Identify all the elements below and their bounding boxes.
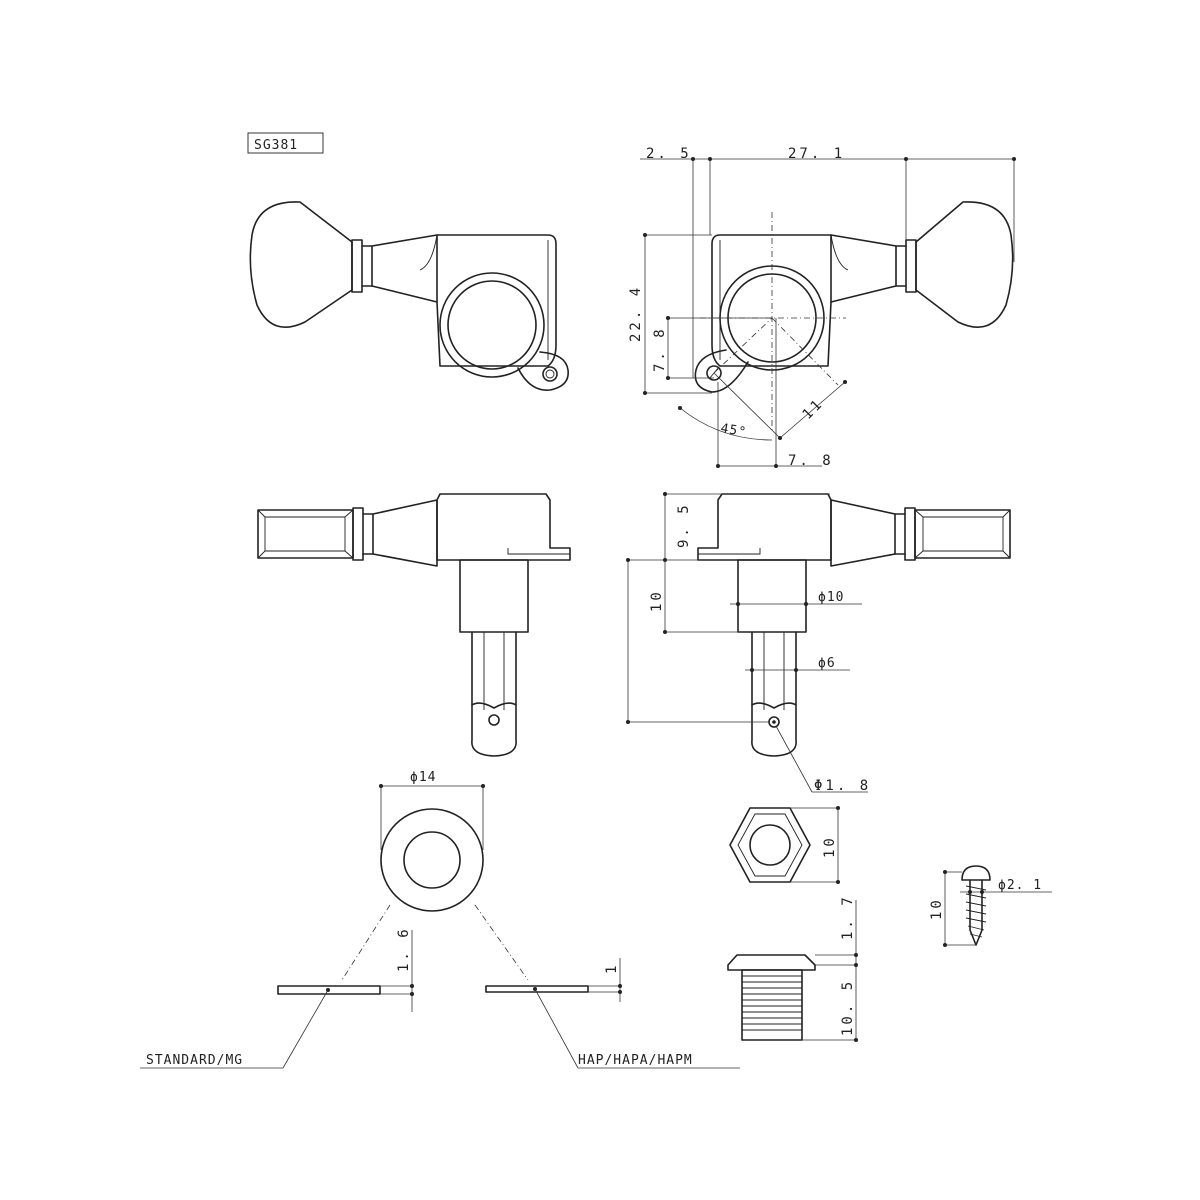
dim-nut-length: 10. 5 — [840, 979, 856, 1036]
dim-string-hole-dia: Φ1. 8 — [814, 778, 871, 794]
screw-drawing — [943, 865, 1052, 947]
dim-screw-length: 10 — [929, 897, 945, 920]
tuner-side-view-right — [626, 492, 1011, 793]
model-label: SG381 — [247, 132, 324, 154]
tuner-front-view-left — [249, 201, 569, 391]
dim-nut-width: 10 — [822, 835, 838, 858]
dim-screw-offset-v: 7. 8 — [652, 326, 668, 372]
bushing-drawing — [727, 900, 858, 1042]
dim-washer-dia: ϕ14 — [410, 770, 436, 785]
dim-screw-dia: ϕ2. 1 — [998, 878, 1042, 893]
label-washer-standard: STANDARD/MG — [146, 1053, 243, 1068]
washer-drawing — [140, 784, 740, 1069]
dim-body-height: 22. 4 — [628, 285, 644, 342]
dim-nut-flange: 1. 7 — [840, 894, 856, 940]
dim-housing-height: 9. 5 — [676, 502, 692, 548]
tuner-front-view-right — [640, 157, 1016, 468]
dim-post-offset: 2. 5 — [646, 146, 692, 162]
label-washer-hap: HAP/HAPA/HAPM — [578, 1053, 693, 1068]
dim-washer-thickness-hap: 1 — [604, 963, 620, 974]
dim-post-dia: ϕ6 — [818, 656, 836, 671]
dim-overall-width: 27. 1 — [788, 146, 845, 162]
dim-bushing-dia: ϕ10 — [818, 590, 844, 605]
model-text: SG381 — [254, 138, 298, 153]
dim-screw-offset-h: 7. 8 — [788, 453, 834, 469]
tuner-side-view-left — [257, 493, 571, 757]
dim-screw-distance: 11 — [800, 395, 827, 422]
dim-bushing-length: 10 — [649, 589, 665, 612]
dim-angle: 45° — [719, 421, 748, 440]
hex-nut-drawing — [729, 806, 840, 884]
dim-washer-thickness-standard: 1. 6 — [396, 926, 412, 972]
